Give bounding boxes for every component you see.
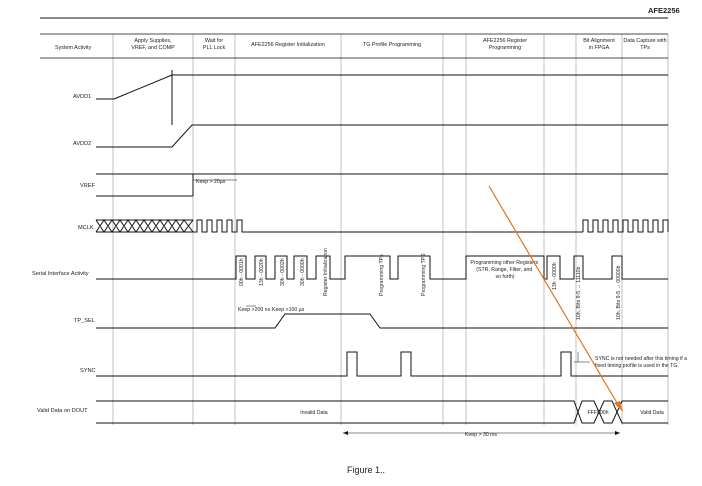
avdd1-waveform	[96, 74, 668, 100]
signal-avdd1: AVDD1	[73, 94, 91, 100]
serial-word-3: 30h - 0002h	[280, 258, 286, 286]
fff000h-label: FFF000h	[587, 410, 608, 416]
invalid-data-label: Invalid Data	[300, 410, 328, 416]
phase-dividers	[112, 34, 669, 425]
signal-avdd2: AVDD2	[73, 141, 91, 147]
avdd2-waveform	[96, 124, 668, 148]
mclk-waveform	[95, 219, 669, 233]
serial-programming-tps-1: Programming TPs	[379, 254, 385, 296]
part-number: AFE2256	[648, 6, 680, 15]
keep-100us-label: Keep >100 µs	[272, 307, 305, 313]
keep-20us-label: Keep > 20µs	[196, 179, 226, 185]
orange-arrow	[488, 185, 621, 409]
serial-waveform	[96, 255, 668, 280]
phase-register-init: AFE2256 Register Initialization	[251, 42, 325, 48]
serial-word-6: 10h, Bits 9-5 → 11110b	[576, 267, 582, 320]
serial-word-7: 10h, Bits 9-5 → 00000b	[616, 265, 622, 320]
sync-note: SYNC is not needed after this timing if …	[595, 356, 688, 369]
signal-tp-sel: TP_SEL	[74, 318, 95, 324]
signal-dout: Valid Data on DOUT	[37, 408, 88, 414]
valid-data-label: Valid Data	[640, 410, 664, 416]
serial-register-init: Register Initialization	[323, 248, 329, 296]
phase-system-activity: System Activity	[55, 45, 92, 51]
figure-caption: Figure 1..	[347, 465, 385, 475]
signal-mclk: MCLK	[78, 225, 94, 231]
serial-programming-tps-2: Programming TPS	[421, 253, 427, 296]
tp-sel-waveform	[96, 313, 668, 329]
signal-serial: Serial Interface Activity	[32, 271, 89, 277]
sync-waveform	[96, 351, 668, 377]
serial-word-4: 30h - 0000h	[300, 258, 306, 286]
keep-30ms-label: Keep > 30 ms	[465, 432, 498, 438]
signal-vref: VREF	[80, 183, 96, 189]
programming-other-registers: Programming other Registers (STR, Range,…	[470, 260, 539, 280]
serial-word-5: 13h - 0000h	[552, 262, 558, 290]
phase-tg-profile: TG Profile Programming	[363, 42, 421, 48]
keep-200ns-label: Keep >200 ns	[238, 307, 271, 313]
signal-sync: SYNC	[80, 368, 96, 374]
serial-word-2: 13h - 0020h	[259, 258, 265, 286]
dout-waveform	[96, 400, 668, 424]
phase-apply-supplies: Apply Supplies,VREF, and COMP	[131, 38, 175, 51]
serial-word-1: 00h - 0001h	[239, 258, 245, 286]
